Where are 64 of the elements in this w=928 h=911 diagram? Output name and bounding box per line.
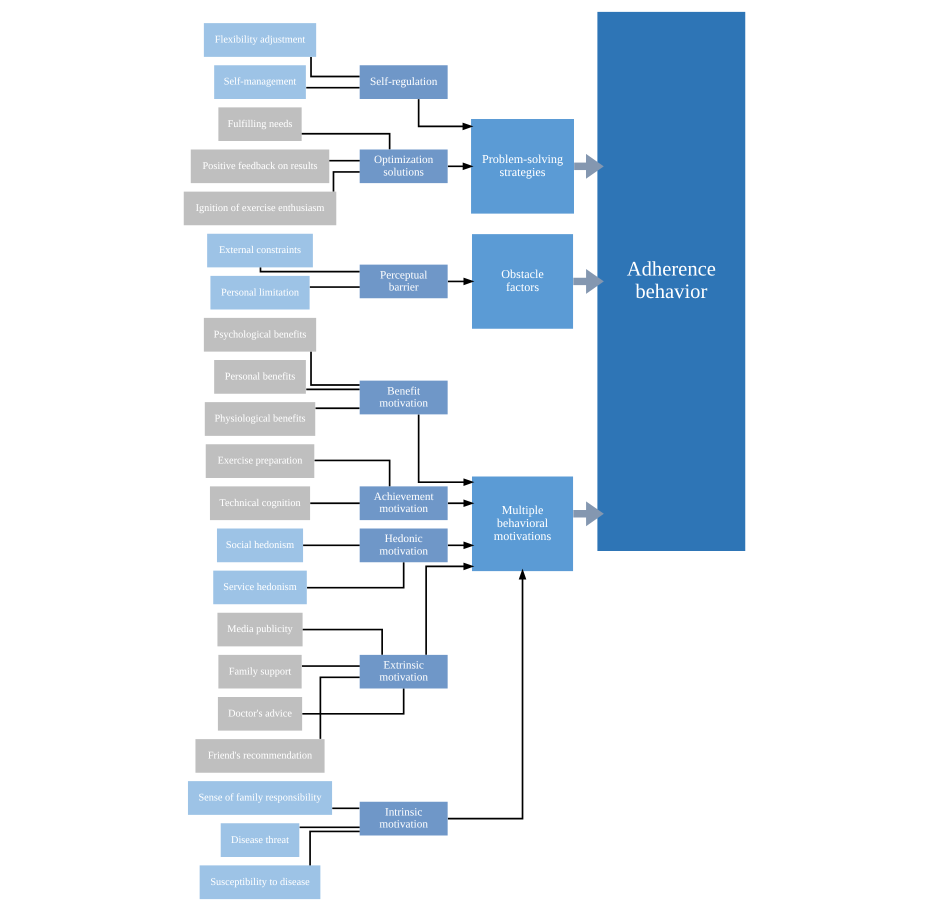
node-box: Obstacle factors	[471, 234, 573, 329]
connector	[308, 830, 360, 866]
arrow	[417, 414, 474, 486]
connector	[302, 544, 360, 546]
connector	[314, 460, 390, 486]
connector	[319, 676, 360, 739]
node-box: Multiple behavioral motivations	[471, 476, 573, 572]
node-box: Susceptibility to disease	[199, 865, 320, 900]
node-box: Positive feedback on results	[190, 149, 329, 184]
node-box: Perceptual barrier	[359, 264, 448, 298]
node-box: Flexibility adjustment	[203, 23, 316, 57]
node-box: Sense of family responsibility	[187, 781, 332, 815]
connector	[259, 268, 360, 272]
node-box: Problem-solving strategies	[470, 119, 574, 214]
node-box: Personal limitation	[210, 276, 310, 310]
connector	[332, 171, 360, 192]
node-box: Media publicity	[216, 612, 302, 646]
node-box: Physiological benefits	[204, 402, 315, 436]
node-box: Family support	[218, 654, 302, 689]
arrow	[572, 269, 604, 294]
node-box: Psychological benefits	[203, 318, 316, 352]
node-box: Extrinsic motivation	[359, 654, 448, 689]
connector	[306, 388, 359, 390]
connector	[315, 407, 359, 410]
connector	[301, 665, 360, 667]
arrow	[572, 501, 604, 526]
node-box: External constraints	[206, 234, 312, 268]
arrow	[447, 542, 474, 550]
node-box: Social hedonism	[216, 528, 303, 562]
connector	[306, 562, 404, 589]
connector	[299, 826, 360, 828]
arrow	[447, 278, 474, 286]
node-box: Technical cognition	[209, 486, 310, 520]
node-box: Achievement motivation	[359, 486, 448, 520]
connector	[310, 56, 360, 78]
node-box: Self-management	[214, 65, 306, 99]
node-box: Personal benefits	[214, 360, 306, 394]
arrow	[447, 162, 474, 170]
connector	[332, 807, 359, 810]
node-box: Disease threat	[220, 823, 299, 857]
arrow	[447, 499, 474, 508]
arrow	[417, 99, 473, 130]
node-box: Self-regulation	[359, 65, 448, 99]
connector	[302, 628, 382, 655]
node-box: Hedonic motivation	[359, 528, 448, 562]
arrow	[447, 568, 526, 820]
node-box: Service hedonism	[212, 570, 306, 604]
node-box: Intrinsic motivation	[359, 802, 448, 836]
node-box: Friend's recommendation	[194, 739, 324, 773]
connector	[328, 160, 360, 162]
connector	[306, 86, 359, 89]
node-box: Ignition of exercise enthusiasm	[183, 192, 336, 226]
connector	[310, 352, 360, 386]
connector	[309, 286, 360, 288]
node-box: Optimization solutions	[359, 149, 448, 184]
node-box: Adherence behavior	[596, 12, 745, 551]
node-box: Benefit motivation	[359, 380, 448, 414]
arrow	[574, 154, 604, 179]
node-box: Doctor's advice	[217, 696, 302, 731]
connector	[302, 688, 404, 715]
node-box: Fulfilling needs	[218, 107, 302, 142]
connector	[310, 502, 360, 504]
arrow	[424, 562, 474, 655]
node-box: Exercise preparation	[205, 444, 314, 478]
